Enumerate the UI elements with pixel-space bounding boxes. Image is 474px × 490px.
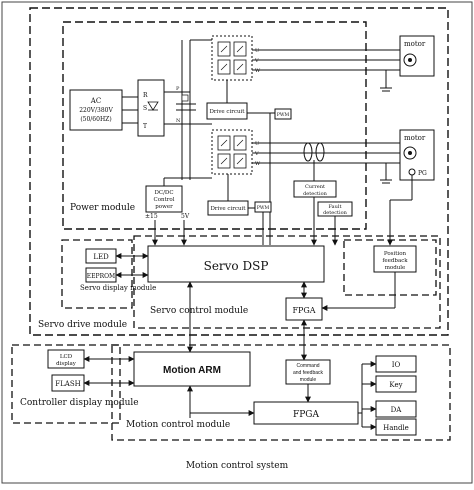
bus-p: P bbox=[176, 86, 180, 92]
position-feedback-l1: Position bbox=[384, 251, 407, 257]
flash-label: FLASH bbox=[55, 380, 80, 388]
ac-label: AC bbox=[90, 97, 101, 105]
servo-dsp-box bbox=[147, 245, 325, 283]
led-label: LED bbox=[93, 253, 109, 261]
fault-detection-l2: detection bbox=[323, 210, 348, 216]
dcdc-box bbox=[145, 185, 183, 213]
io-boxes: IO Key DA Handle bbox=[375, 355, 417, 436]
servo-fpga-label: FPGA bbox=[292, 306, 315, 315]
servo-control-frame bbox=[133, 235, 441, 329]
phase-u-1: U bbox=[255, 48, 259, 54]
motor-1-icon bbox=[399, 35, 435, 77]
phase-w-2: W bbox=[255, 161, 261, 167]
key-label: Key bbox=[389, 381, 402, 389]
pwm-2-label: PWM bbox=[257, 205, 270, 211]
rectifier-box bbox=[137, 79, 165, 137]
rail-15v: ±15 bbox=[145, 213, 158, 220]
ac-source-box bbox=[69, 89, 123, 131]
rail-5v: 5V bbox=[181, 213, 190, 220]
bus-n: N bbox=[176, 118, 181, 124]
motion-arm-box bbox=[133, 351, 251, 387]
inverter-bridge-2 bbox=[211, 129, 253, 175]
dcdc-line1: DC/DC bbox=[154, 190, 173, 196]
rect-s: S bbox=[143, 105, 147, 112]
motor-1-label: motor bbox=[404, 40, 426, 48]
io-label: IO bbox=[392, 361, 401, 369]
servo-display-text: Servo display module bbox=[80, 284, 156, 292]
motion-control-module-label: Motion control module bbox=[126, 420, 230, 430]
inverter-bridge-1 bbox=[211, 35, 253, 81]
phase-w-1: W bbox=[255, 68, 261, 74]
da-label: DA bbox=[391, 406, 403, 414]
cmd-feedback-l1: Command bbox=[296, 363, 319, 369]
current-detection-l1: Current bbox=[305, 184, 325, 190]
ac-frequency: (50/60HZ) bbox=[80, 116, 111, 123]
power-module-frame bbox=[62, 21, 367, 230]
figure-caption: Motion control system bbox=[186, 461, 289, 471]
servo-drive-frame bbox=[29, 7, 449, 336]
motor-2-icon bbox=[399, 129, 435, 181]
phase-v-2: V bbox=[254, 151, 259, 157]
eeprom-label: EEPROM bbox=[87, 273, 115, 280]
dc-bus-capacitor-icon bbox=[176, 94, 196, 111]
handle-label: Handle bbox=[383, 424, 409, 432]
motion-control-frame bbox=[111, 344, 451, 441]
current-sensor-icon bbox=[303, 142, 325, 162]
current-detection-l2: detection bbox=[303, 191, 328, 197]
encoder-pg-label: PG bbox=[418, 170, 427, 177]
rect-r: R bbox=[143, 92, 148, 99]
servo-control-module-label: Servo control module bbox=[150, 306, 248, 316]
position-feedback-l2: feedback bbox=[382, 258, 408, 264]
lcd-l1: LCD bbox=[60, 354, 73, 360]
lcd-l2: display bbox=[56, 361, 77, 367]
servo-dsp-label: Servo DSP bbox=[204, 259, 269, 273]
motion-arm-label: Motion ARM bbox=[163, 365, 221, 376]
drive-circuit-2-label: Drive circuit bbox=[211, 206, 247, 212]
pwm-1-label: PWM bbox=[277, 112, 290, 118]
fault-detection-l1: Fault bbox=[329, 204, 342, 210]
power-module-label: Power module bbox=[70, 203, 135, 213]
controller-display-label: Controller display module bbox=[20, 398, 139, 408]
cmd-feedback-l2: and feedback bbox=[293, 370, 324, 376]
position-feedback-l3: module bbox=[385, 265, 406, 271]
phase-u-2: U bbox=[255, 141, 259, 147]
phase-v-1: V bbox=[254, 58, 259, 64]
servo-display-label: Servo display module bbox=[80, 284, 156, 292]
motion-fpga-label: FPGA bbox=[293, 410, 319, 420]
dcdc-line3: power bbox=[155, 204, 173, 210]
pwm-1-box bbox=[274, 108, 292, 120]
rect-t: T bbox=[143, 123, 147, 130]
rectifier-diode-icon bbox=[147, 101, 159, 111]
ac-voltage: 220V/380V bbox=[79, 107, 113, 114]
motor-2-label: motor bbox=[404, 134, 426, 142]
dcdc-line2: Control bbox=[154, 197, 175, 203]
current-detection-box bbox=[293, 180, 337, 198]
drive-circuit-1-label: Drive circuit bbox=[210, 109, 246, 115]
servo-drive-module-label: Servo drive module bbox=[38, 320, 127, 330]
cmd-feedback-l3: module bbox=[300, 377, 317, 383]
